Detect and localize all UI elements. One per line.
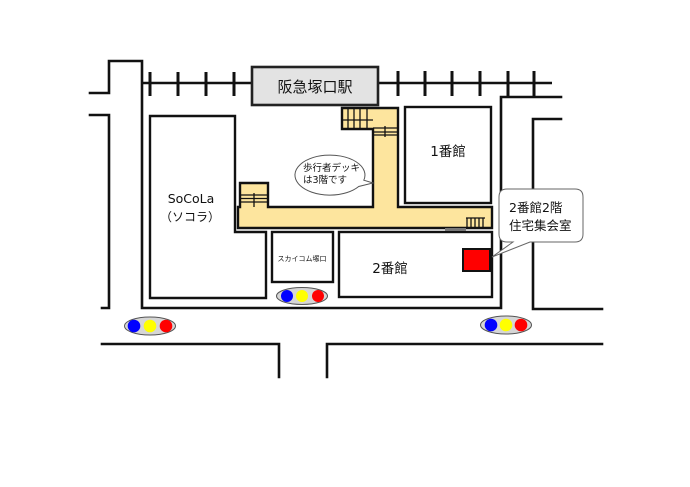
callout-shape (491, 188, 584, 258)
socola-outline (148, 114, 268, 300)
signal-blue-lamp (127, 319, 141, 333)
skycom-outline (270, 230, 335, 284)
deck-stairs-north (342, 108, 398, 137)
bubble-line-2: は3階です (303, 175, 347, 186)
road-edge-southwest (100, 342, 281, 379)
building-1-label: 1番館 (430, 144, 466, 160)
socola-reading: （ソコラ） (160, 210, 220, 224)
road-edge-northwest (88, 59, 563, 310)
building-1-outline (403, 105, 493, 205)
building-2-label: 2番館 (372, 261, 408, 277)
deck-joint (445, 228, 466, 231)
deck-stairs-east (466, 217, 485, 228)
building-1: 1番館 (403, 105, 493, 205)
signal-red-lamp (159, 319, 173, 333)
traffic-light-southwest (124, 316, 176, 336)
meeting-room-marker (462, 248, 491, 272)
station-label: 阪急塚口駅 (277, 78, 352, 96)
callout-line-1: 2番館2階 (509, 200, 563, 215)
signal-red-lamp (312, 290, 324, 302)
traffic-light-center (276, 287, 328, 305)
meeting-room-callout: 2番館2階 住宅集会室 (491, 188, 584, 258)
building-skycom: スカイコム塚口 (270, 230, 335, 284)
callout-line-2: 住宅集会室 (509, 218, 572, 233)
signal-blue-lamp (484, 318, 498, 332)
building-2: 2番館 (337, 230, 494, 299)
road-edge-west (88, 113, 111, 310)
signal-yellow-lamp (499, 318, 513, 332)
socola-name: SoCoLa (168, 191, 215, 206)
building-socola: SoCoLa （ソコラ） (148, 114, 268, 300)
signal-yellow-lamp (296, 290, 308, 302)
deck-info-bubble: 歩行者デッキ は3階です (294, 154, 375, 196)
bubble-line-1: 歩行者デッキ (303, 162, 360, 174)
deck-stairs-west (240, 193, 268, 207)
pedestrian-deck (236, 106, 494, 231)
signal-blue-lamp (281, 290, 293, 302)
road-edge-southeast (325, 342, 604, 379)
traffic-light-southeast (480, 315, 532, 335)
signal-red-lamp (514, 318, 528, 332)
bubble-shape (294, 154, 375, 196)
station-hankyu-tsukaguchi: 阪急塚口駅 (250, 65, 380, 107)
railway (142, 71, 552, 97)
signal-yellow-lamp (143, 319, 157, 333)
skycom-label: スカイコム塚口 (278, 254, 327, 263)
station-box (250, 65, 380, 107)
